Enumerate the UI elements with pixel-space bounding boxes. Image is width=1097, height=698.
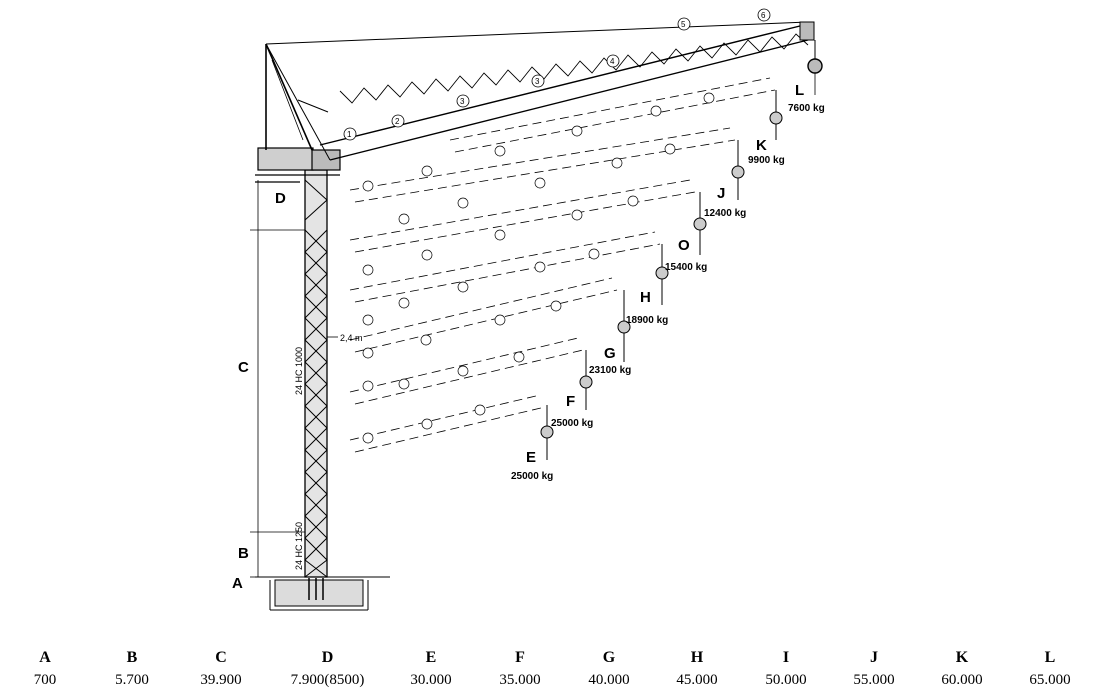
config-load-e: 25000 kg bbox=[511, 471, 553, 482]
height-dimensions bbox=[250, 180, 305, 578]
dimension-key: E bbox=[425, 649, 437, 666]
dimension-key: A bbox=[39, 649, 51, 666]
dimension-column: E 30.000 bbox=[386, 648, 476, 690]
slewing-unit bbox=[255, 147, 341, 183]
dimension-key: L bbox=[1044, 649, 1056, 666]
dimension-value: 5.700 bbox=[115, 672, 149, 688]
config-key-o: O bbox=[678, 237, 690, 254]
jib-variant-outlines bbox=[349, 77, 776, 453]
tower-width-label: 2,4 m bbox=[340, 333, 363, 343]
config-load-k: 9900 kg bbox=[748, 155, 785, 166]
main-jib-section-numbers: 1 2 3 3 4 5 6 bbox=[343, 8, 771, 141]
height-label-c: C bbox=[238, 359, 249, 376]
foundation bbox=[255, 576, 390, 611]
dimension-value: 45.000 bbox=[676, 672, 718, 688]
svg-text:4: 4 bbox=[610, 57, 615, 66]
tower-mast bbox=[304, 169, 328, 578]
configuration-labels: E 25000 kg F 25000 kg G 23100 kg H 18900… bbox=[511, 82, 825, 482]
config-load-g: 23100 kg bbox=[589, 365, 631, 376]
dimension-value: 60.000 bbox=[941, 672, 983, 688]
tower-bottom-label: 24 HC 1250 bbox=[294, 522, 304, 570]
dimension-value: 50.000 bbox=[765, 672, 807, 688]
dimension-column: F 35.000 bbox=[475, 648, 565, 690]
config-load-j: 12400 kg bbox=[704, 208, 746, 219]
dimension-column: J 55.000 bbox=[829, 648, 919, 690]
dimension-column: G 40.000 bbox=[564, 648, 654, 690]
dimension-value: 55.000 bbox=[853, 672, 895, 688]
dimension-key: G bbox=[602, 649, 616, 666]
dimension-column: K 60.000 bbox=[917, 648, 1007, 690]
dimension-column: A 700 bbox=[0, 648, 90, 690]
dimension-key: C bbox=[215, 649, 227, 666]
config-key-g: G bbox=[604, 345, 616, 362]
dimension-table: A 700 B 5.700 C 39.900 D 7.900(8500) E 30.000… bbox=[0, 648, 1097, 694]
dimension-key: K bbox=[955, 649, 969, 666]
config-key-k: K bbox=[756, 137, 767, 154]
config-load-l: 7600 kg bbox=[788, 103, 825, 114]
dimension-value: 40.000 bbox=[588, 672, 630, 688]
dimension-key: D bbox=[321, 649, 334, 666]
hook-blocks bbox=[540, 90, 783, 460]
crane-diagram: 24 HC 1000 24 HC 1250 2,4 m A B C D 1 2 bbox=[232, 8, 825, 611]
height-label-d: D bbox=[275, 190, 286, 207]
svg-text:3: 3 bbox=[535, 77, 540, 86]
config-load-o: 15400 kg bbox=[665, 262, 707, 273]
variant-section-numbers bbox=[362, 92, 715, 444]
dimension-value: 700 bbox=[33, 672, 57, 688]
dimension-value: 7.900(8500) bbox=[290, 672, 365, 688]
dimension-value: 35.000 bbox=[499, 672, 541, 688]
dimension-value: 65.000 bbox=[1029, 672, 1071, 688]
config-key-f: F bbox=[566, 393, 575, 410]
height-label-b: B bbox=[238, 545, 249, 562]
config-key-h: H bbox=[640, 289, 651, 306]
config-load-f: 25000 kg bbox=[551, 418, 593, 429]
svg-text:3: 3 bbox=[460, 97, 465, 106]
svg-text:1: 1 bbox=[347, 130, 352, 139]
a-frame bbox=[265, 43, 329, 151]
dimension-column: D 7.900(8500) bbox=[270, 648, 385, 690]
config-key-j: J bbox=[717, 185, 725, 202]
svg-text:6: 6 bbox=[761, 11, 766, 20]
dimension-key: B bbox=[126, 649, 138, 666]
svg-text:5: 5 bbox=[681, 20, 686, 29]
height-labels: A B C D bbox=[232, 190, 286, 592]
dimension-column: C 39.900 bbox=[176, 648, 266, 690]
dimension-key: H bbox=[690, 649, 704, 666]
dimension-column: I 50.000 bbox=[741, 648, 831, 690]
config-load-h: 18900 kg bbox=[626, 315, 668, 326]
tower-labels: 24 HC 1000 24 HC 1250 2,4 m bbox=[294, 333, 363, 570]
dimension-column: H 45.000 bbox=[652, 648, 742, 690]
dimension-column: L 65.000 bbox=[1005, 648, 1095, 690]
config-key-e: E bbox=[526, 449, 536, 466]
svg-text:2: 2 bbox=[395, 117, 400, 126]
dimension-key: I bbox=[782, 649, 790, 666]
dimension-key: J bbox=[870, 649, 878, 666]
dimension-key: F bbox=[515, 649, 525, 666]
dimension-value: 39.900 bbox=[200, 672, 242, 688]
config-key-l: L bbox=[795, 82, 804, 99]
dimension-column: B 5.700 bbox=[87, 648, 177, 690]
height-label-a: A bbox=[232, 575, 243, 592]
tower-top-label: 24 HC 1000 bbox=[294, 347, 304, 395]
dimension-value: 30.000 bbox=[410, 672, 452, 688]
